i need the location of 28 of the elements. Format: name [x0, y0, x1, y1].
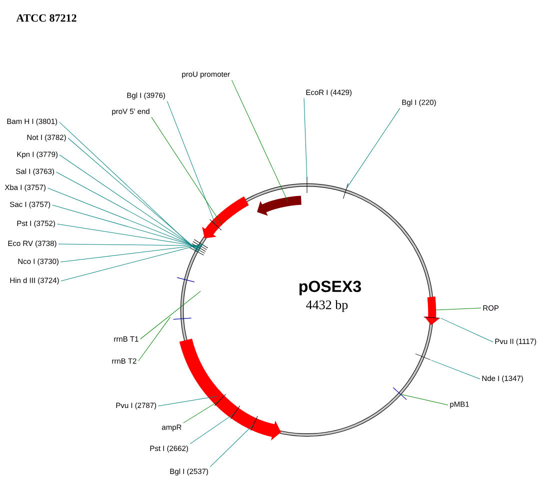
leader-line [440, 318, 494, 342]
leader-line [210, 424, 254, 468]
leader-line [56, 224, 202, 247]
leader-line [304, 98, 308, 180]
leader-line [52, 204, 202, 248]
leader-line [68, 138, 200, 252]
leader-line [60, 244, 203, 262]
leader-line [58, 244, 202, 246]
leader-line [158, 396, 218, 406]
leader-line [190, 412, 235, 444]
title: ATCC 87212 [16, 14, 76, 22]
leader-line [400, 394, 448, 406]
leader-line [56, 172, 200, 250]
leader-line [60, 244, 204, 282]
plasmid-name: pOSEX3 [299, 280, 361, 296]
leader-line [140, 290, 201, 340]
leader-line [232, 80, 288, 202]
leader-line [59, 154, 200, 251]
leader-line [59, 122, 199, 253]
leader-line [138, 316, 170, 362]
plasmid-size: 4432 bp [306, 300, 348, 312]
leader-line [166, 100, 216, 226]
leader-line [47, 188, 201, 249]
leader-line [151, 116, 222, 226]
leader-line [436, 308, 482, 310]
leader-line [430, 360, 480, 380]
leader-line [183, 400, 220, 424]
leader-line [346, 108, 400, 189]
